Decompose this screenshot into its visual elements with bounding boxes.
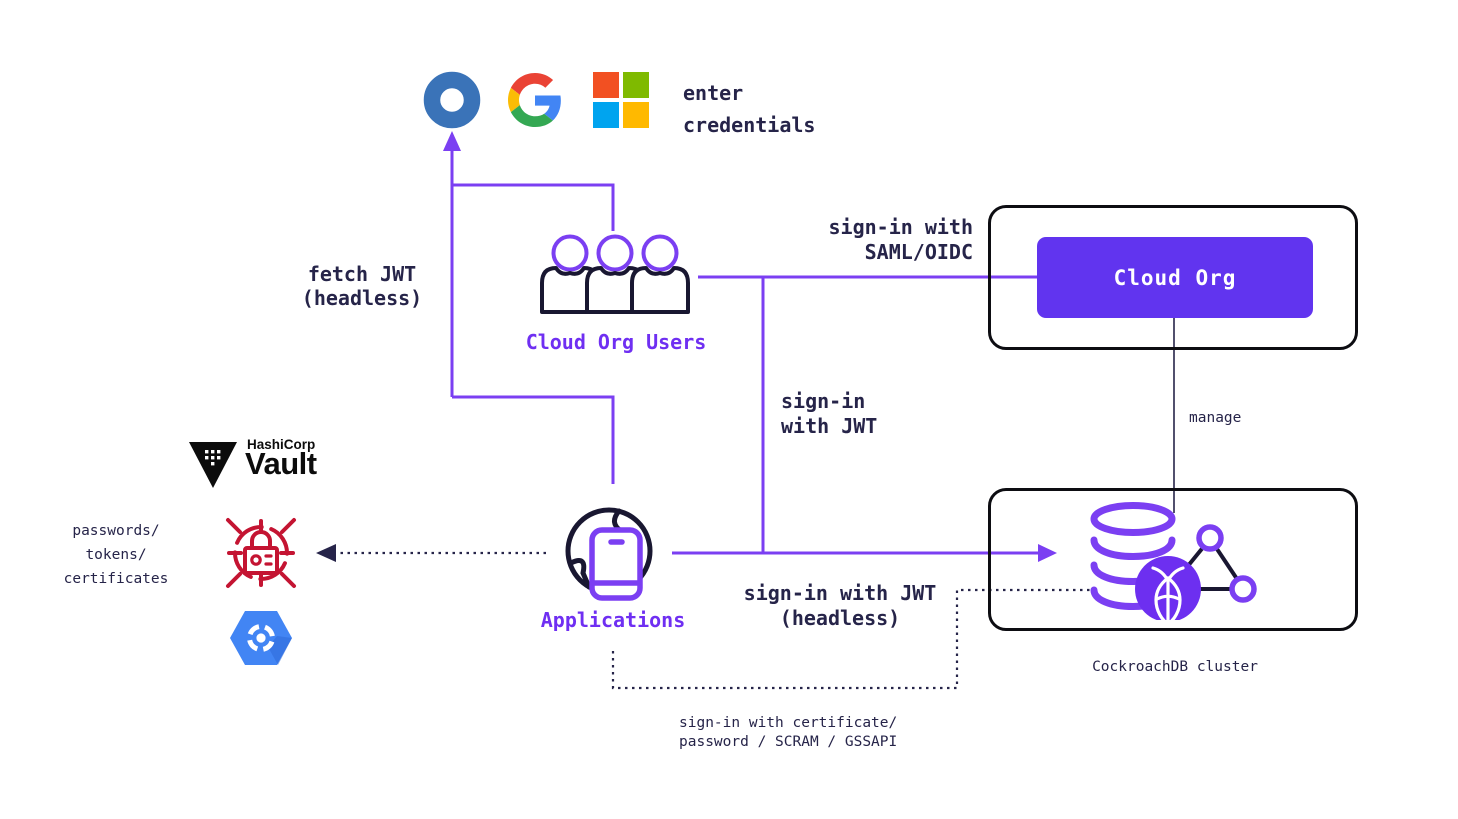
- secrets-label: passwords/ tokens/ certificates: [63, 523, 169, 587]
- sign-in-jwt-headless-label: sign-in with JWT (headless): [743, 581, 937, 630]
- cockroachdb-icon: [1090, 502, 1257, 620]
- sign-in-saml-oidc-label: sign-in with SAML/OIDC: [828, 215, 974, 264]
- connector-users-to-idp: [452, 183, 615, 231]
- microsoft-icon: [593, 72, 649, 128]
- fetch-jwt-label: fetch JWT (headless): [301, 262, 423, 310]
- users-icon: [540, 234, 690, 314]
- manage-label: manage: [1189, 410, 1242, 426]
- applications-label: Applications: [540, 608, 686, 632]
- dotted-connectors: [330, 551, 1091, 690]
- connector-apps-up: [452, 395, 615, 484]
- lock-crosshair-icon: [226, 518, 296, 588]
- cloud-org-label: Cloud Org: [1113, 265, 1237, 290]
- purple-connectors: [450, 146, 1041, 555]
- cloud-org-container-box: [988, 205, 1358, 350]
- arrowhead-into-cluster: [1038, 544, 1057, 562]
- cockroachdb-cluster-label: CockroachDB cluster: [1092, 659, 1258, 675]
- okta-icon: [423, 71, 481, 129]
- sign-in-jwt-label: sign-in with JWT: [781, 389, 878, 438]
- arrowhead-into-vault: [316, 544, 336, 562]
- vault-triangle-icon: [189, 442, 237, 488]
- sign-in-certificate-label: sign-in with certificate/ password / SCR…: [679, 715, 898, 750]
- cockroach-icon: [1135, 556, 1201, 620]
- gcp-hexagon-icon: [230, 611, 292, 665]
- arrowhead-up-idp: [443, 131, 461, 151]
- cloud-org-node: Cloud Org: [1037, 237, 1313, 318]
- enter-credentials-label: enter credentials: [683, 81, 816, 137]
- cloud-org-users-label: Cloud Org Users: [525, 330, 707, 354]
- globe-phone-icon: [565, 507, 653, 601]
- google-icon: [508, 73, 561, 127]
- vault-brand-label: HashiCorp: [247, 437, 316, 452]
- vault-name-label: Vault: [245, 446, 317, 481]
- cockroachdb-cluster-box: [988, 488, 1358, 631]
